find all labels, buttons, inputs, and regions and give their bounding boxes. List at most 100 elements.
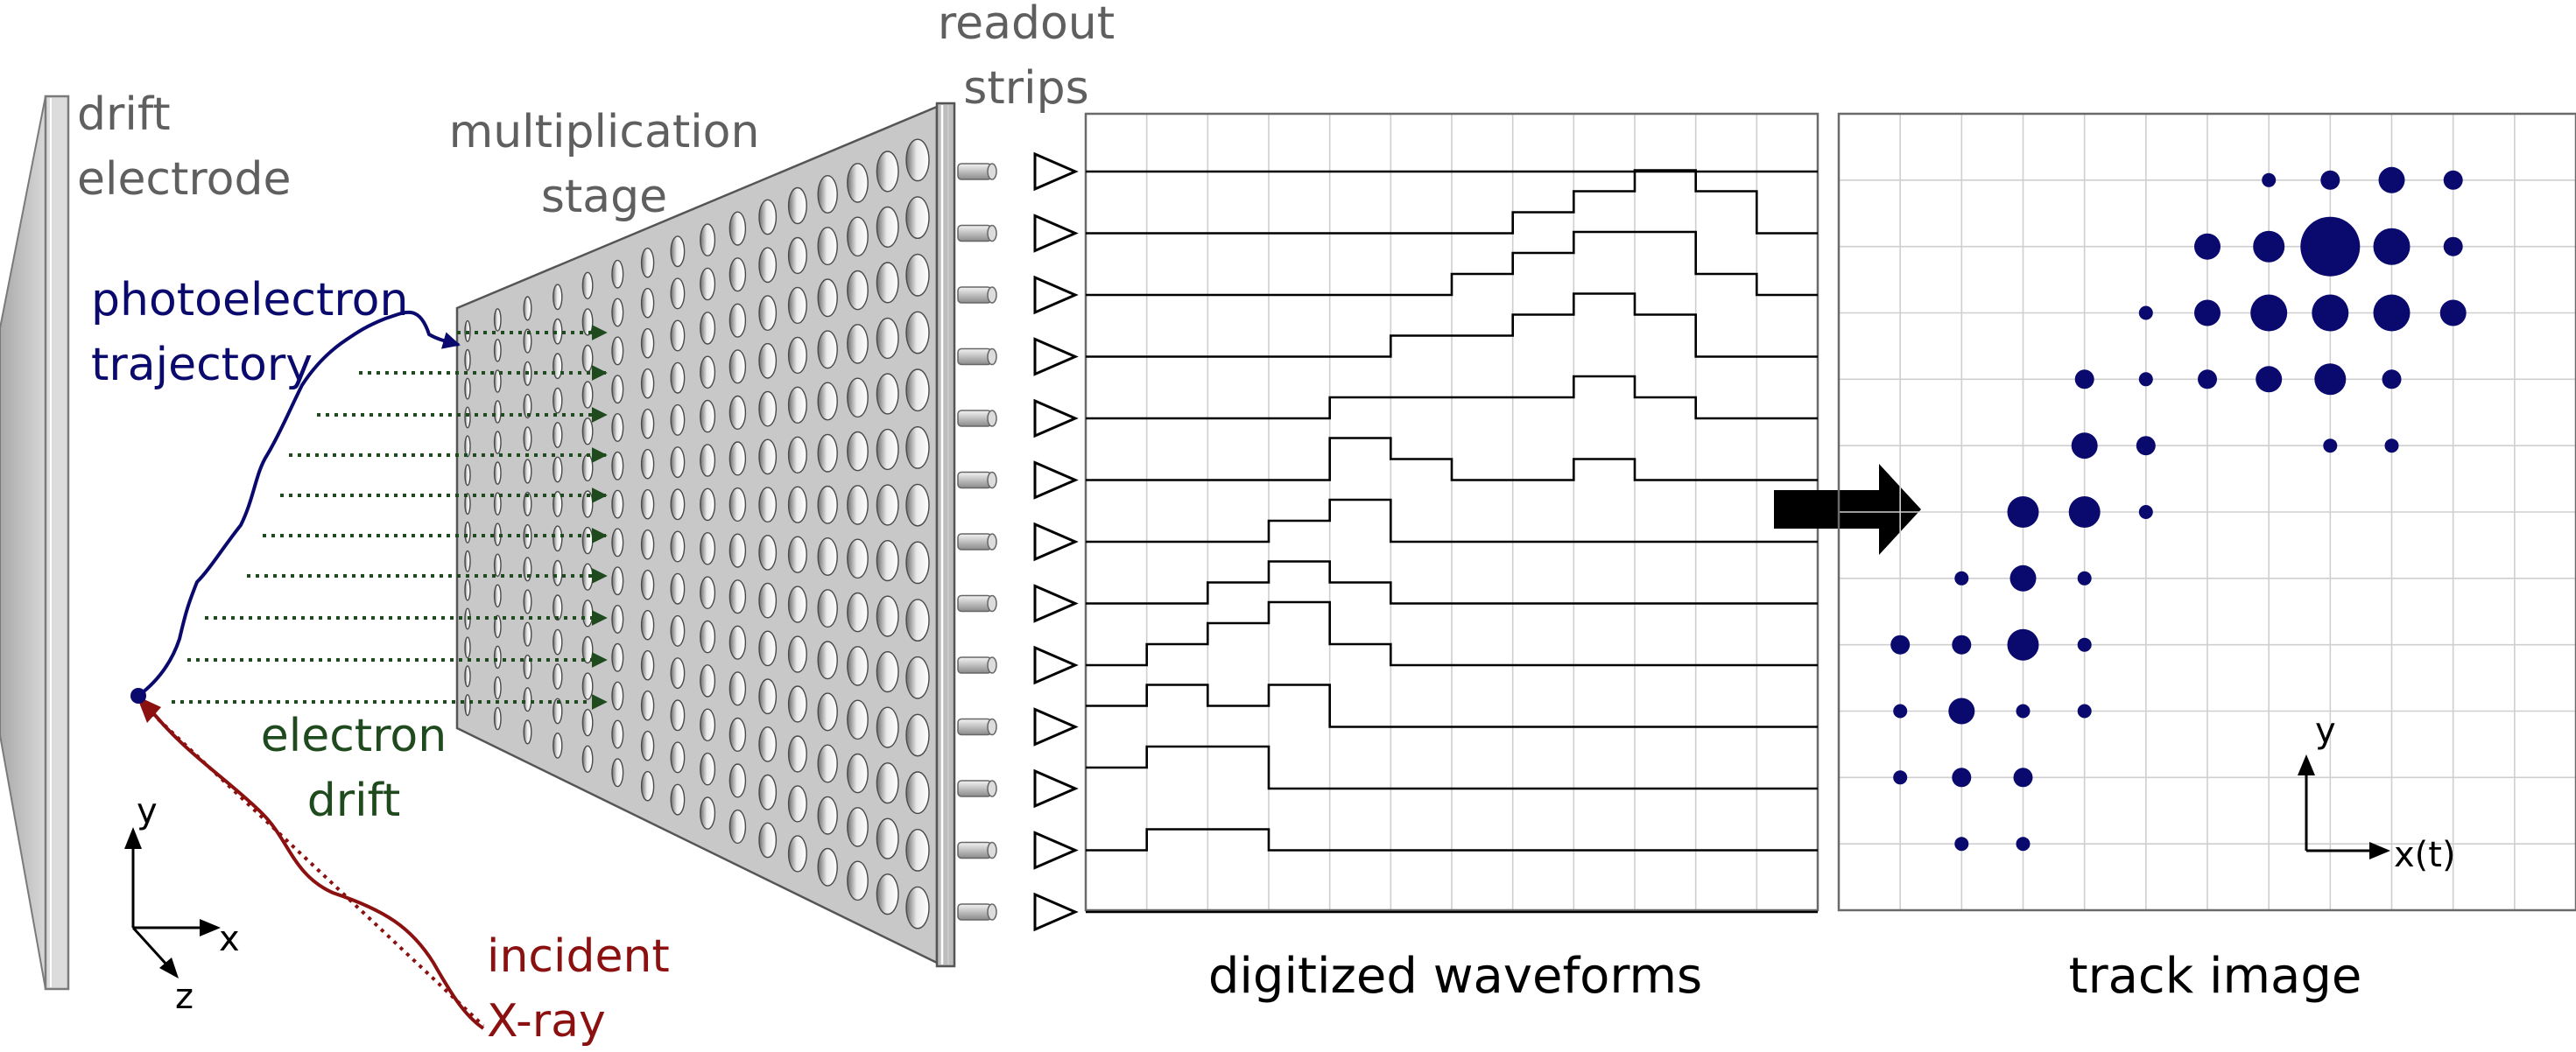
gem-hole: [787, 336, 807, 375]
arrow-right-icon: [1774, 464, 1921, 555]
gem-hole: [700, 223, 716, 256]
gem-hole: [758, 295, 778, 331]
amplifier-triangle: [1033, 645, 1079, 685]
gem-hole: [553, 559, 563, 586]
gem-hole: [728, 625, 747, 660]
waveform-trace: [1086, 828, 1818, 852]
gem-hole: [758, 438, 778, 475]
gem-hole: [905, 311, 930, 354]
waveform-trace: [1086, 498, 1818, 544]
readout-pin-end: [987, 471, 997, 489]
gem-hole: [876, 151, 899, 193]
gem-hole: [817, 537, 838, 577]
gem-hole: [553, 422, 563, 448]
gem-hole: [493, 400, 502, 424]
track-spot: [2323, 438, 2338, 453]
gem-hole: [523, 719, 532, 745]
gem-hole: [670, 783, 686, 816]
gem-hole: [464, 521, 471, 544]
gem-hole: [787, 735, 807, 773]
gem-hole: [847, 860, 869, 901]
amplifier-triangle: [1033, 275, 1079, 315]
track-spot: [2253, 230, 2285, 263]
gem-hole: [670, 235, 686, 268]
amplifier-triangle: [1033, 151, 1079, 192]
gem-hole: [581, 745, 594, 773]
gem-hole: [611, 566, 624, 596]
gem-hole: [847, 485, 869, 525]
gem-hole: [670, 699, 686, 732]
svg-text:photoelectron: photoelectron: [91, 274, 408, 326]
waveform-trace: [1086, 375, 1818, 420]
gem-hole: [493, 308, 502, 332]
gem-hole: [611, 413, 624, 443]
gem-hole: [876, 206, 899, 248]
svg-text:drift: drift: [307, 775, 401, 827]
gem-hole: [640, 247, 655, 278]
gem-hole: [787, 635, 807, 673]
gem-hole: [847, 807, 869, 847]
readout-pin-end: [987, 533, 997, 551]
gem-hole: [670, 361, 686, 394]
amplifier-triangle: [1033, 707, 1079, 747]
gem-hole: [700, 752, 716, 786]
gem-hole: [876, 650, 899, 693]
gem-hole: [787, 785, 807, 823]
track-spot: [2262, 172, 2277, 187]
readout-pin-end: [987, 594, 997, 613]
gem-hole: [817, 744, 838, 783]
gem-hole: [758, 678, 778, 715]
gem-hole: [700, 267, 716, 301]
track-spot: [2439, 299, 2467, 326]
interaction-point: [130, 688, 146, 704]
waveform-trace: [1086, 560, 1818, 605]
gem-hole: [493, 369, 502, 393]
electron-drift-arrows: [172, 325, 608, 710]
track-spot: [2250, 294, 2288, 332]
gem-hole: [817, 433, 838, 473]
gem-hole: [464, 550, 471, 572]
gem-hole: [847, 163, 869, 203]
gem-hole: [700, 399, 716, 433]
gem-hole: [905, 771, 930, 815]
gem-hole: [581, 672, 594, 700]
gem-hole: [728, 671, 747, 706]
gem-hole: [817, 692, 838, 732]
gem-hole: [758, 630, 778, 667]
readout-pin-end: [987, 224, 997, 242]
gem-hole: [640, 529, 655, 560]
gem-hole: [758, 487, 778, 522]
gem-hole: [700, 576, 716, 610]
track-spot: [2016, 837, 2031, 852]
waveform-traces: [1086, 169, 1818, 914]
track-spot: [2320, 170, 2340, 190]
gem-hole: [817, 382, 838, 421]
readout-pin-end: [987, 286, 997, 304]
gem-hole: [876, 539, 899, 582]
multiplication-stage: [455, 102, 956, 968]
gem-hole: [700, 487, 716, 522]
readout-pin-end: [987, 656, 997, 674]
svg-text:X-ray: X-ray: [487, 995, 606, 1048]
gem-hole: [728, 441, 747, 476]
gem-hole: [493, 339, 502, 362]
gem-hole: [905, 253, 930, 297]
gem-hole: [553, 733, 563, 759]
readout-pin: [957, 224, 992, 242]
gem-hole: [553, 663, 563, 690]
gem-hole: [611, 489, 624, 519]
track-spot: [2074, 369, 2094, 389]
track-spot: [2068, 496, 2101, 528]
gem-hole: [847, 699, 869, 740]
svg-text:multiplication: multiplication: [449, 106, 760, 158]
gem-hole: [728, 763, 747, 798]
drift-electrode: [0, 95, 70, 991]
gem-hole: [847, 646, 869, 686]
gem-hole: [611, 451, 624, 480]
gem-hole: [464, 348, 471, 371]
gem-hole: [728, 487, 747, 522]
gem-hole: [700, 355, 716, 389]
track-spot: [2378, 166, 2405, 193]
gem-hole: [847, 216, 869, 257]
gem-hole: [493, 706, 502, 731]
